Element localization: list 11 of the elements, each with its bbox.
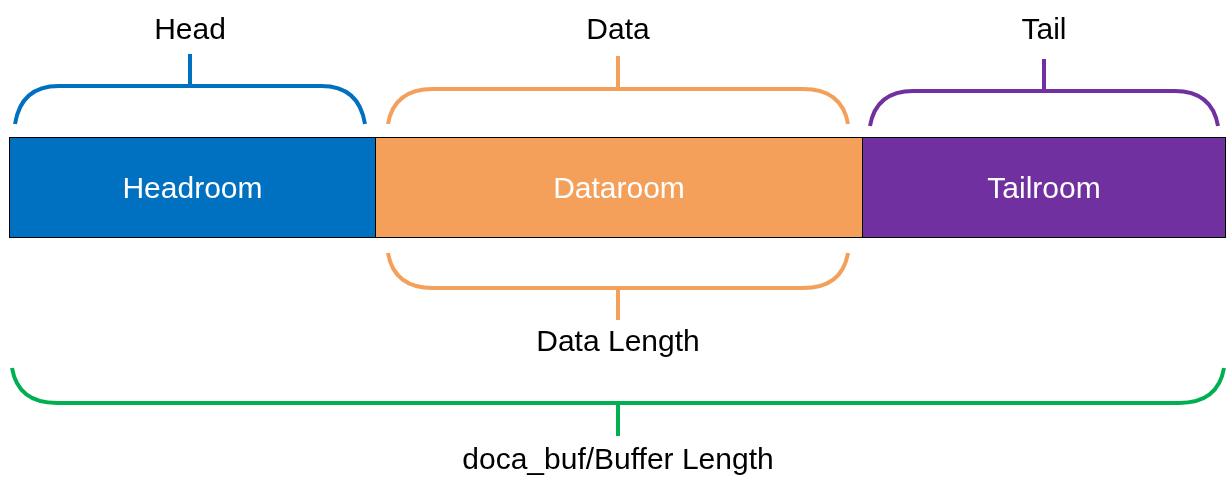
region-label: Tailroom — [987, 170, 1101, 205]
bracket-label: Data Length — [536, 324, 700, 358]
bracket-label: Head — [154, 12, 226, 46]
memory-region — [9, 137, 376, 238]
bracket-label: Data — [586, 12, 650, 46]
memory-region — [862, 137, 1226, 238]
bracket-label: doca_buf/Buffer Length — [462, 442, 774, 476]
region-label: Headroom — [122, 170, 263, 205]
bracket-label: Tail — [1021, 12, 1067, 46]
memory-region — [375, 137, 863, 238]
region-label: Dataroom — [553, 170, 685, 205]
